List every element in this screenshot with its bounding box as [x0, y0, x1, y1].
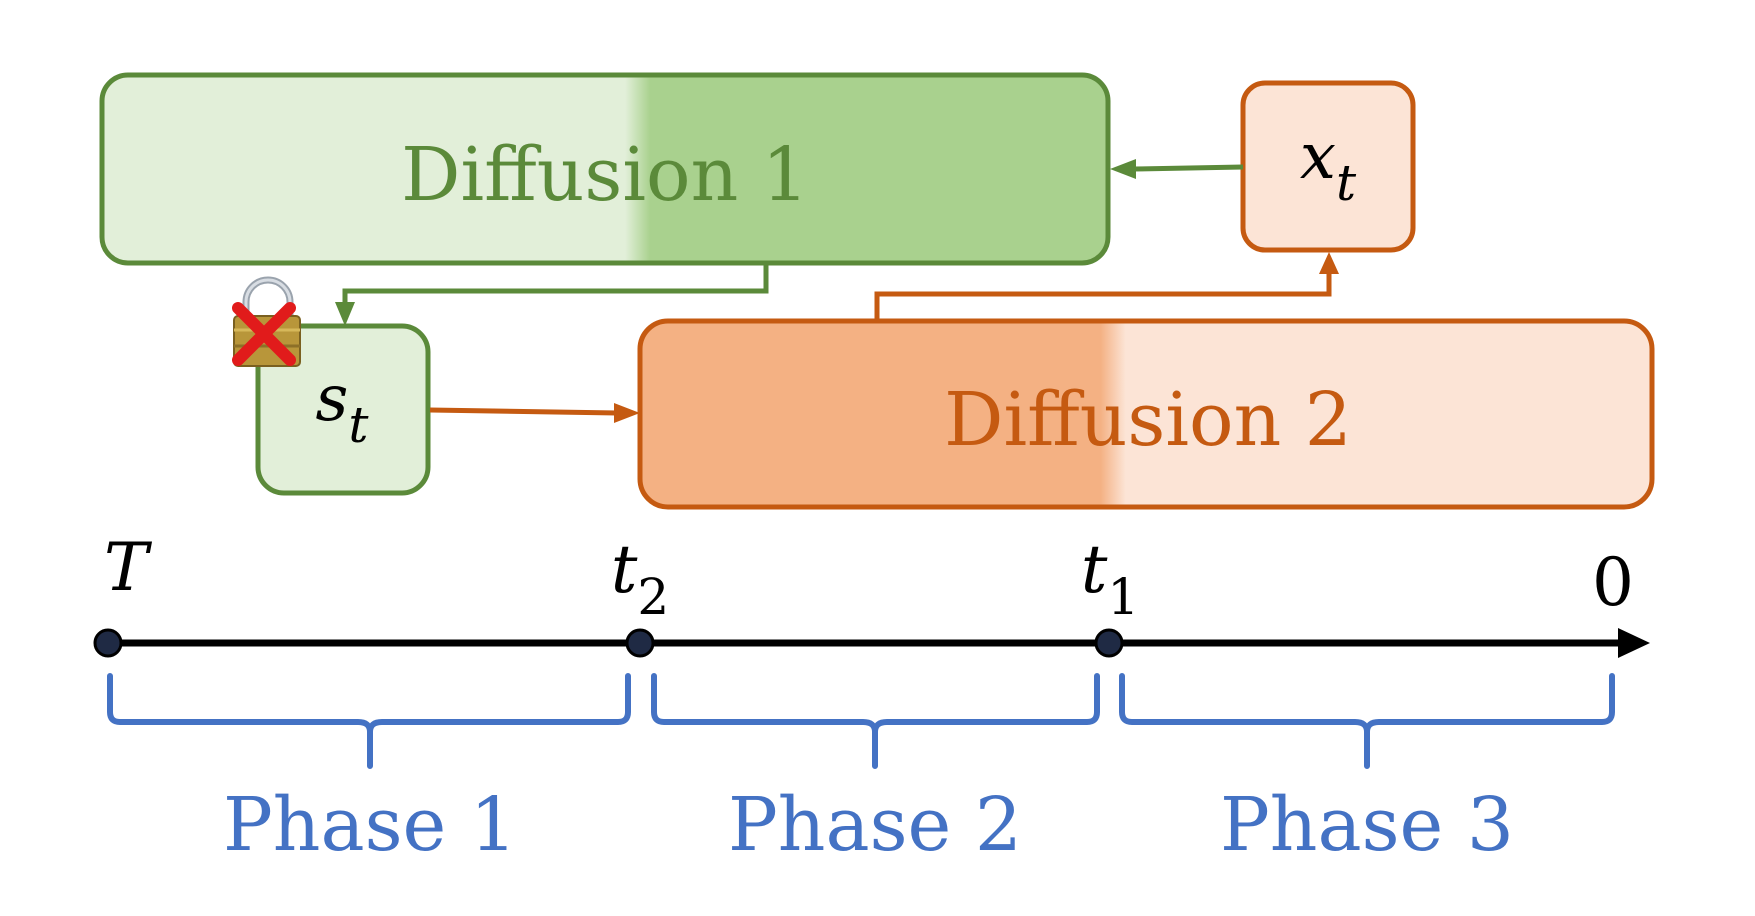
timeline: T t2 t1 0 [93, 529, 1650, 658]
t1-symbol: t [1081, 531, 1108, 608]
arrow-x-to-diffusion1 [1110, 159, 1244, 179]
diffusion2-label: Diffusion 2 [944, 377, 1352, 463]
node-x-symbol: x [1300, 120, 1336, 194]
node-x-t-box [1240, 80, 1416, 253]
arrow-diffusion1-to-s [335, 263, 769, 326]
node-s-t-label: st [316, 362, 370, 454]
timeline-arrowhead [1618, 628, 1650, 658]
phase3-brace [1119, 673, 1615, 769]
timeline-label-t2: t2 [611, 531, 669, 626]
diffusion1-block: Diffusion 1 [99, 72, 1111, 266]
arrow-s-to-diffusion2 [429, 403, 640, 423]
diffusion1-box [99, 72, 1111, 266]
red-x-icon [232, 302, 296, 366]
node-x-subscript: t [1336, 154, 1357, 212]
t2-symbol: t [611, 531, 638, 608]
phase2-brace [651, 673, 1100, 769]
timeline-label-t1: t1 [1081, 531, 1139, 626]
node-s-subscript: t [348, 396, 369, 454]
diffusion1-label: Diffusion 1 [401, 132, 809, 218]
timeline-label-T: T [104, 529, 153, 606]
phase-labels: Phase 1 Phase 2 Phase 3 [223, 782, 1514, 868]
node-s-t: st [255, 323, 431, 496]
timeline-point-t2 [625, 628, 655, 658]
phase2-label: Phase 2 [728, 782, 1022, 868]
phase1-brace [107, 673, 631, 769]
t2-subscript: 2 [637, 568, 669, 626]
node-x-t-label: xt [1300, 120, 1357, 212]
timeline-label-zero: 0 [1592, 544, 1634, 621]
phase-braces [107, 673, 1615, 769]
timeline-point-t1 [1094, 628, 1124, 658]
phase3-label: Phase 3 [1220, 782, 1514, 868]
node-s-t-box [255, 323, 431, 496]
node-s-symbol: s [316, 362, 349, 436]
phase1-label: Phase 1 [223, 782, 517, 868]
node-x-t: xt [1240, 80, 1416, 253]
diffusion2-box [637, 318, 1655, 510]
t1-subscript: 1 [1107, 568, 1139, 626]
timeline-point-T [93, 628, 123, 658]
diffusion2-block: Diffusion 2 [637, 318, 1655, 510]
arrow-diffusion2-to-x [874, 252, 1339, 321]
